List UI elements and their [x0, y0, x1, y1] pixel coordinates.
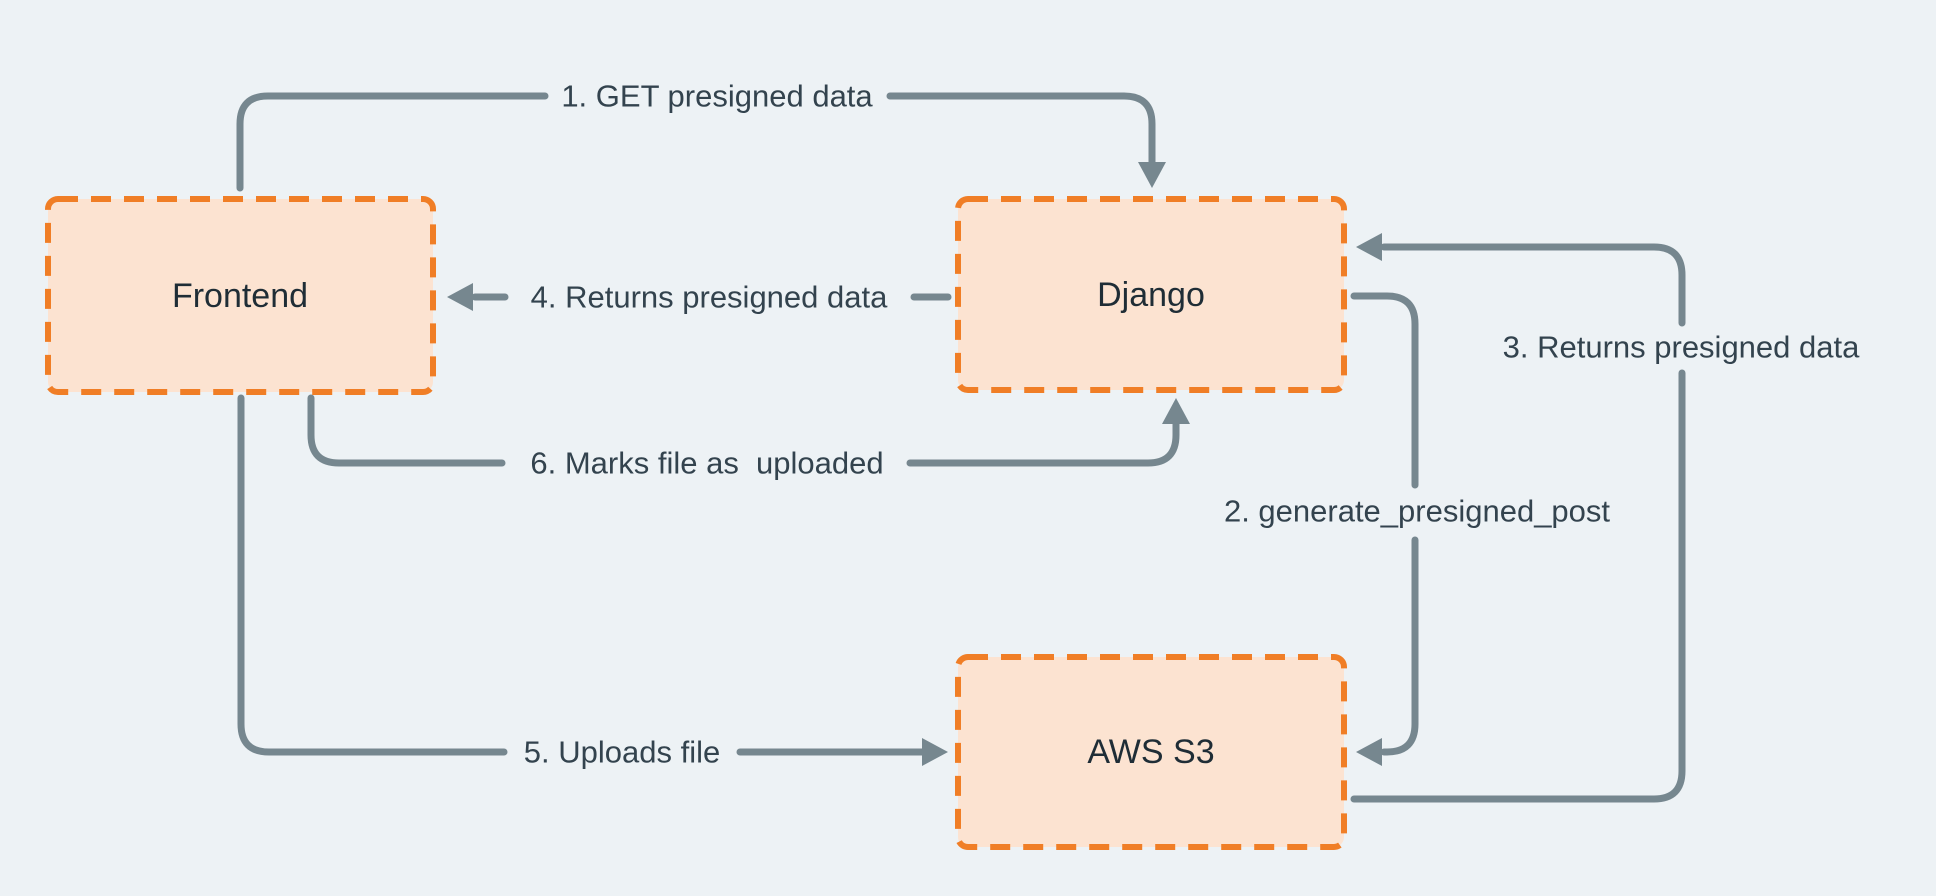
edge-6-path-right — [906, 420, 1180, 467]
frontend-node-label: Frontend — [172, 277, 308, 315]
node-django: Django — [955, 196, 1347, 393]
node-frontend: Frontend — [45, 196, 436, 395]
edge-5-label: 5. Uploads file — [524, 735, 720, 770]
edge-2-label: 2. generate_presigned_post — [1224, 494, 1610, 529]
edge-6-path-left — [307, 394, 506, 467]
edge-6: 6. Marks file as uploaded — [307, 394, 1190, 481]
django-node-box — [955, 196, 1347, 393]
edge-1-path-right — [886, 92, 1156, 166]
edge-3-path-bottom — [1350, 369, 1686, 803]
edge-6-arrowhead-icon — [1162, 398, 1190, 424]
edge-6-label: 6. Marks file as uploaded — [530, 446, 883, 481]
edge-1: 1. GET presigned data — [236, 79, 1166, 192]
edge-3: 3. Returns presigned data — [1350, 233, 1860, 803]
edge-2: 2. generate_presigned_post — [1224, 292, 1610, 766]
edge-2-path-bottom — [1380, 536, 1419, 756]
edge-1-arrowhead-icon — [1138, 162, 1166, 188]
aws-s3-node-box — [955, 654, 1347, 850]
edge-3-path-top — [1380, 243, 1686, 327]
edge-4-arrowhead-icon — [447, 283, 473, 311]
aws-s3-node-label: AWS S3 — [1087, 733, 1214, 771]
edge-2-path-top — [1350, 292, 1419, 489]
edge-1-label: 1. GET presigned data — [561, 79, 873, 114]
edge-4-label: 4. Returns presigned data — [531, 280, 888, 315]
edge-5-arrowhead-icon — [922, 738, 948, 766]
edge-3-label: 3. Returns presigned data — [1503, 330, 1860, 365]
node-aws-s3: AWS S3 — [955, 654, 1347, 850]
edge-2-arrowhead-icon — [1356, 738, 1382, 766]
frontend-node-box — [45, 196, 436, 395]
edge-4: 4. Returns presigned data — [447, 280, 952, 315]
edge-5: 5. Uploads file — [237, 394, 948, 770]
edge-5-path-left — [237, 394, 508, 756]
django-node-label: Django — [1097, 276, 1205, 314]
edge-1-path-left — [236, 92, 549, 192]
edge-3-arrowhead-icon — [1356, 233, 1382, 261]
